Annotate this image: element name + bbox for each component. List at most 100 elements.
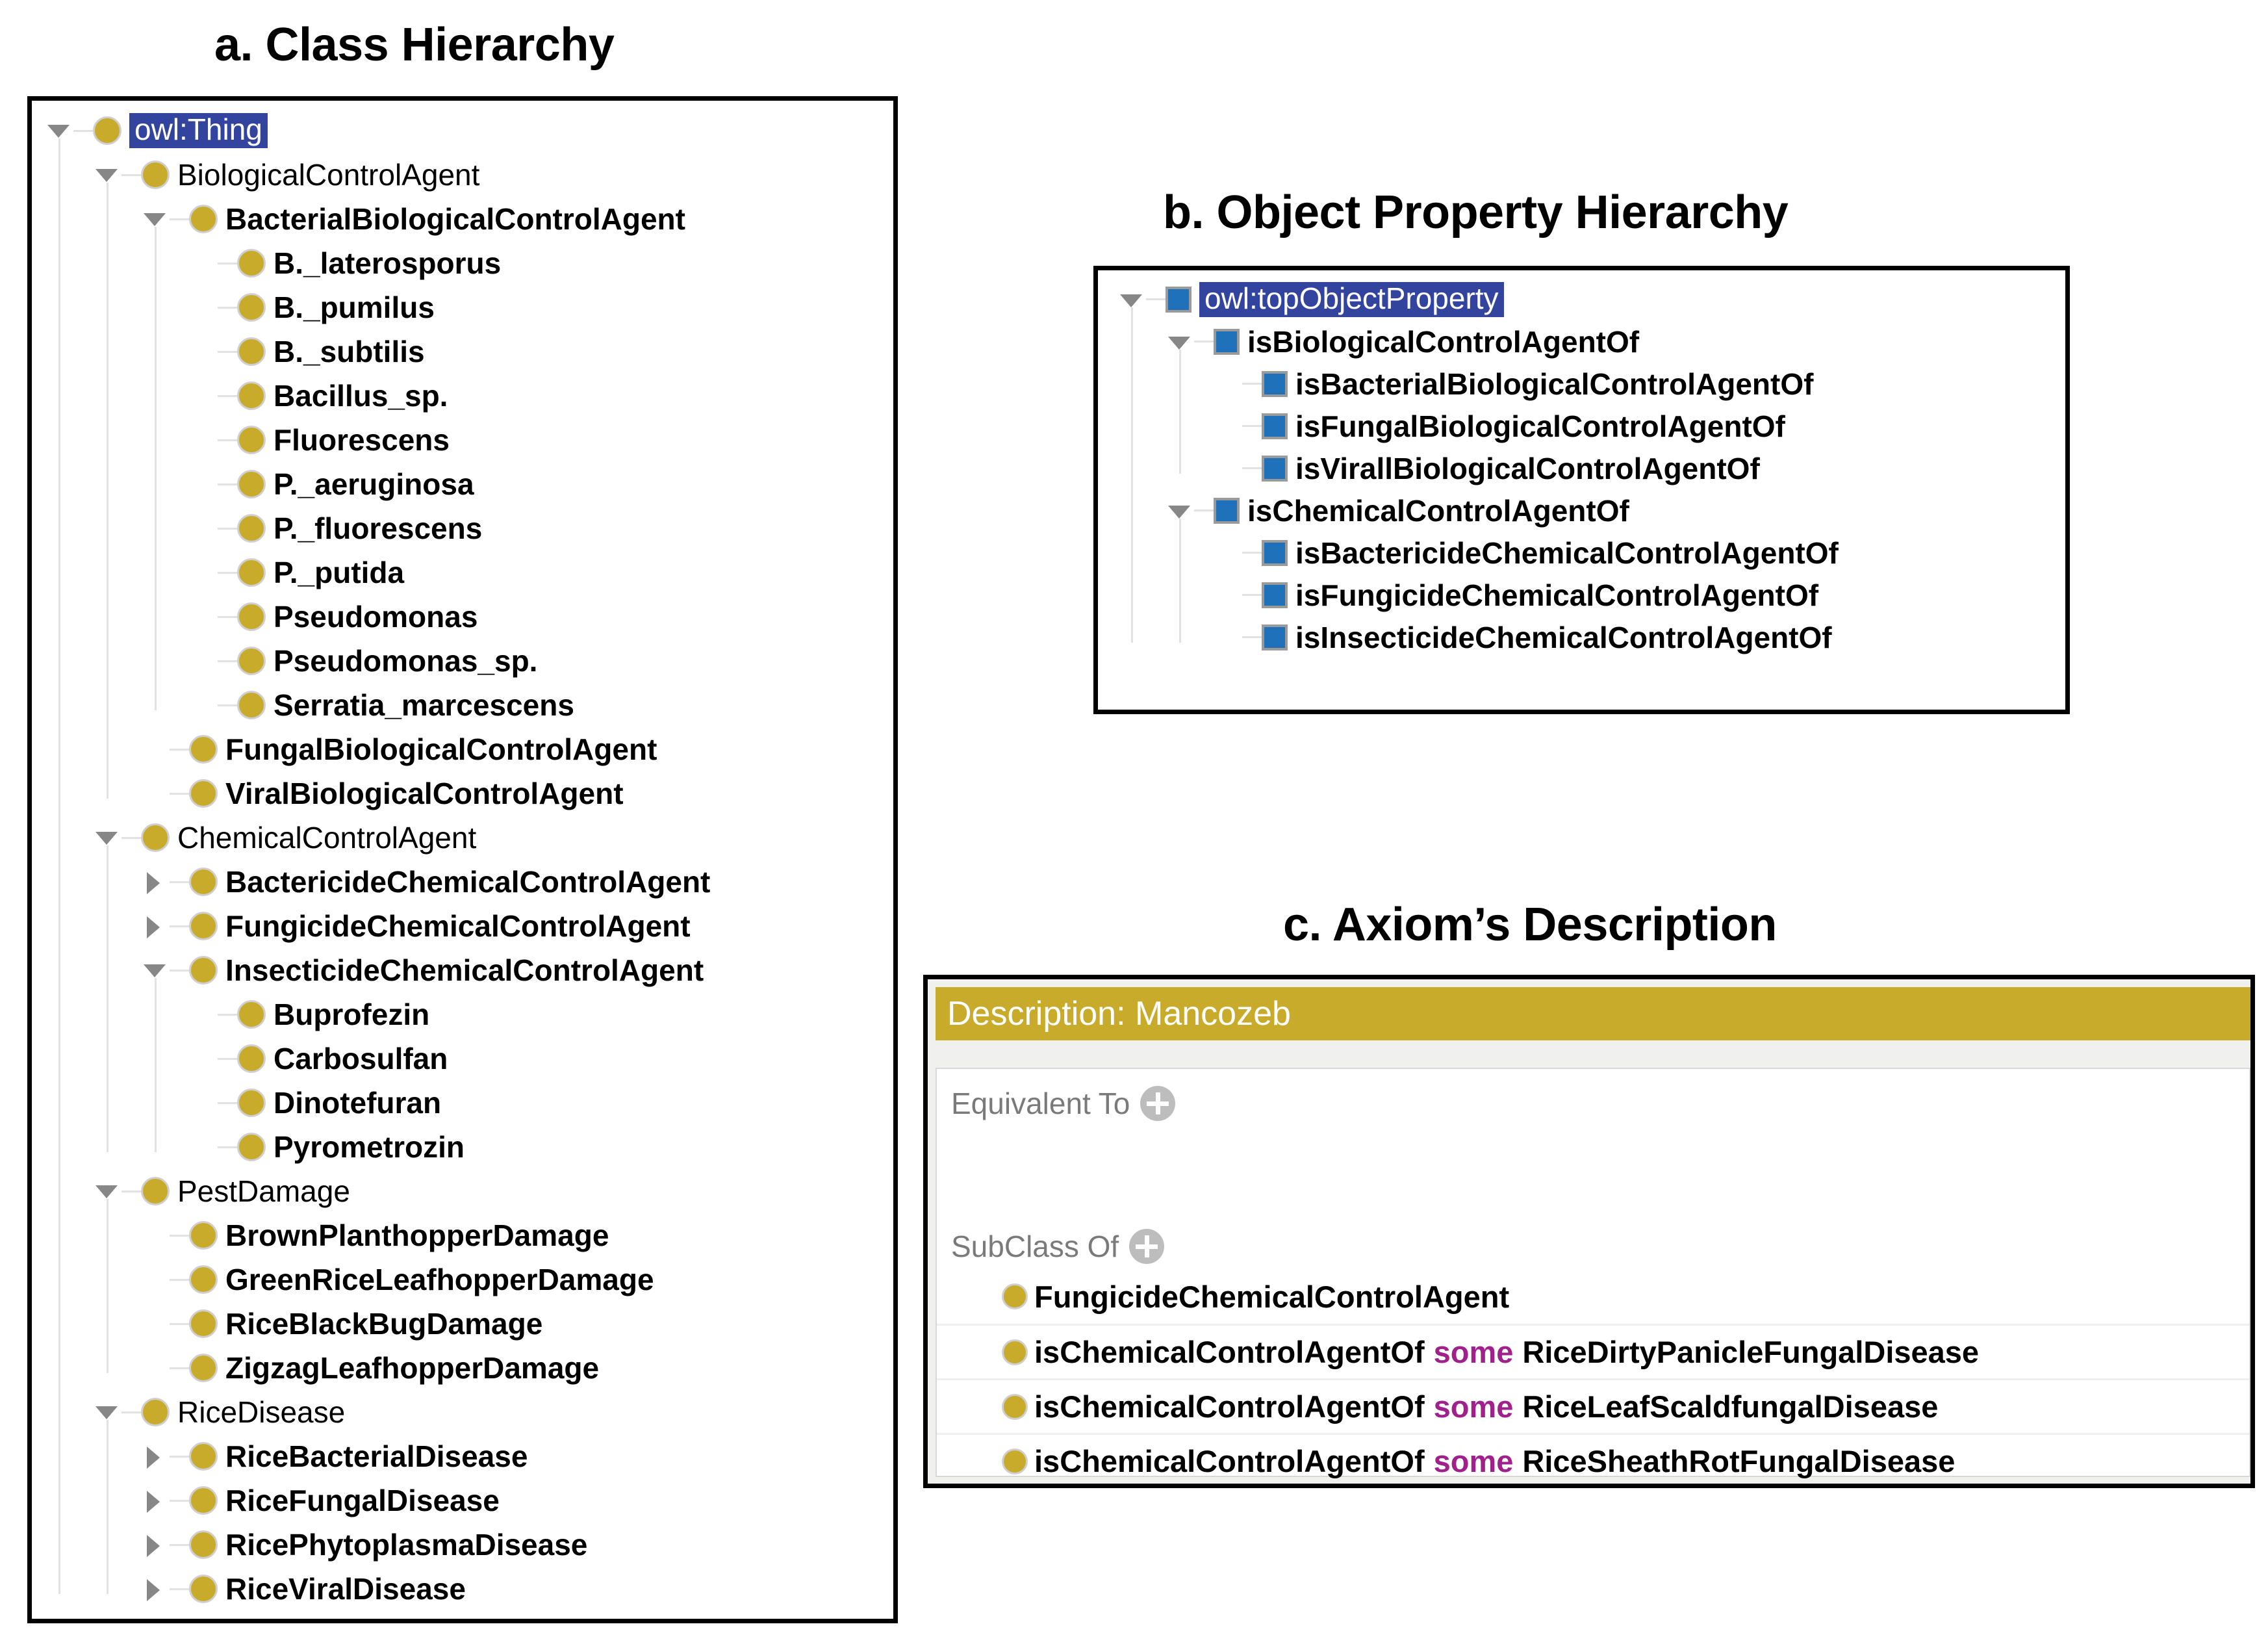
class-label: P._aeruginosa [274,467,474,501]
tree-spacer [1212,447,1242,489]
object-property-item-isbacterialbiologicalcontrolagentof[interactable]: isBacterialBiologicalControlAgentOf [1098,363,2065,405]
tree-connector-line [1242,594,1262,596]
tree-spacer [140,727,170,771]
tree-connector-line [170,218,189,220]
class-item-viralbiologicalcontrolagent[interactable]: ViralBiologicalControlAgent [32,771,893,816]
class-item-fungalbiologicalcontrolagent[interactable]: FungalBiologicalControlAgent [32,727,893,771]
owl-class-icon [1002,1283,1028,1309]
class-label: RiceViralDisease [225,1572,466,1606]
chevron-down-icon[interactable] [1164,320,1194,363]
class-item-pseudomonas-sp[interactable]: Pseudomonas_sp. [32,639,893,683]
axiom-property-label: isChemicalControlAgentOf [1034,1444,1425,1478]
object-property-item-isfungalbiologicalcontrolagentof[interactable]: isFungalBiologicalControlAgentOf [1098,405,2065,447]
class-item-ricedisease[interactable]: RiceDisease [32,1390,893,1434]
tree-connector-line [170,1499,189,1502]
tree-guide-line [1179,518,1181,643]
class-item-pseudomonas[interactable]: Pseudomonas [32,595,893,639]
class-item-dinotefuran[interactable]: Dinotefuran [32,1081,893,1125]
chevron-down-icon[interactable] [140,948,170,992]
class-item-carbosulfan[interactable]: Carbosulfan [32,1036,893,1081]
class-label: ViralBiologicalControlAgent [225,777,624,810]
owl-class-icon [1002,1448,1028,1474]
chevron-right-icon[interactable] [140,1523,170,1567]
class-label: BrownPlanthopperDamage [225,1218,609,1252]
tree-spacer [188,550,218,595]
object-property-item-ischemicalcontrolagentof[interactable]: isChemicalControlAgentOf [1098,489,2065,532]
axiom-keyword-some: some [1433,1335,1514,1369]
add-subclass-of-plus-icon[interactable] [1129,1229,1165,1264]
class-item-insecticidechemicalcontrolagent[interactable]: InsecticideChemicalControlAgent [32,948,893,992]
class-item-riceblackbugdamage[interactable]: RiceBlackBugDamage [32,1302,893,1346]
chevron-right-icon[interactable] [140,1478,170,1523]
class-item-riceviraldisease[interactable]: RiceViralDisease [32,1567,893,1611]
class-item-brownplanthopperdamage[interactable]: BrownPlanthopperDamage [32,1213,893,1257]
object-property-item-isbactericidechemicalcontrolagentof[interactable]: isBactericideChemicalControlAgentOf [1098,532,2065,574]
class-item-bactericidechemicalcontrolagent[interactable]: BactericideChemicalControlAgent [32,860,893,904]
chevron-down-icon[interactable] [92,816,121,860]
tree-spacer [188,329,218,374]
class-item-b-subtilis[interactable]: B._subtilis [32,329,893,374]
caption-axiom-description: c. Axiom’s Description [1283,899,1777,951]
class-item-fluorescens[interactable]: Fluorescens [32,418,893,462]
object-property-label: isFungalBiologicalControlAgentOf [1295,409,1785,443]
chevron-down-icon[interactable] [92,153,121,197]
object-property-item-isfungicidechemicalcontrolagentof[interactable]: isFungicideChemicalControlAgentOf [1098,574,2065,616]
class-item-bacterialbiologicalcontrolagent[interactable]: BacterialBiologicalControlAgent [32,197,893,241]
subclass-of-axiom-row[interactable]: FungicideChemicalControlAgent [937,1269,2249,1324]
class-item-owl-thing[interactable]: owl:Thing [32,109,893,153]
class-item-fungicidechemicalcontrolagent[interactable]: FungicideChemicalControlAgent [32,904,893,948]
tree-connector-line [218,394,237,397]
chevron-right-icon[interactable] [140,1567,170,1611]
class-item-b-pumilus[interactable]: B._pumilus [32,285,893,329]
chevron-right-icon[interactable] [140,1434,170,1478]
class-label: ZigzagLeafhopperDamage [225,1351,600,1385]
class-item-zigzagleafhopperdamage[interactable]: ZigzagLeafhopperDamage [32,1346,893,1390]
object-property-item-owl-topobjectproperty[interactable]: owl:topObjectProperty [1098,278,2065,320]
chevron-down-icon[interactable] [92,1169,121,1213]
class-item-ricebacterialdisease[interactable]: RiceBacterialDisease [32,1434,893,1478]
class-item-pyrometrozin[interactable]: Pyrometrozin [32,1125,893,1169]
class-item-b-laterosporus[interactable]: B._laterosporus [32,241,893,285]
class-item-serratia-marcescens[interactable]: Serratia_marcescens [32,683,893,727]
chevron-down-icon[interactable] [140,197,170,241]
chevron-right-icon[interactable] [140,904,170,948]
class-item-chemicalcontrolagent[interactable]: ChemicalControlAgent [32,816,893,860]
chevron-down-icon[interactable] [92,1390,121,1434]
tree-spacer [188,285,218,329]
class-item-bacillus-sp[interactable]: Bacillus_sp. [32,374,893,418]
class-item-p-putida[interactable]: P._putida [32,550,893,595]
tree-guide-line [1131,307,1133,643]
class-item-pestdamage[interactable]: PestDamage [32,1169,893,1213]
class-item-ricefungaldisease[interactable]: RiceFungalDisease [32,1478,893,1523]
class-item-greenriceleafhopperdamage[interactable]: GreenRiceLeafhopperDamage [32,1257,893,1302]
class-item-biologicalcontrolagent[interactable]: BiologicalControlAgent [32,153,893,197]
tree-connector-line [218,571,237,574]
owl-object-property-icon [1214,328,1240,355]
object-property-item-isbiologicalcontrolagentof[interactable]: isBiologicalControlAgentOf [1098,320,2065,363]
add-equivalent-to-plus-icon[interactable] [1140,1086,1176,1121]
object-property-item-isvirallbiologicalcontrolagentof[interactable]: isVirallBiologicalControlAgentOf [1098,447,2065,489]
tree-connector-line [121,1190,141,1192]
chevron-right-icon[interactable] [140,860,170,904]
class-item-buprofezin[interactable]: Buprofezin [32,992,893,1036]
object-property-item-isinsecticidechemicalcontrolagentof[interactable]: isInsecticideChemicalControlAgentOf [1098,616,2065,658]
chevron-down-icon[interactable] [1164,489,1194,532]
tree-connector-line [1194,341,1214,342]
tree-connector-line [218,1013,237,1016]
chevron-down-icon[interactable] [44,109,73,153]
class-item-p-aeruginosa[interactable]: P._aeruginosa [32,462,893,506]
owl-class-icon [189,779,218,808]
class-item-ricephytoplasmadisease[interactable]: RicePhytoplasmaDisease [32,1523,893,1567]
axiom-filler-class-label: RiceDirtyPanicleFungalDisease [1522,1335,1980,1369]
class-item-p-fluorescens[interactable]: P._fluorescens [32,506,893,550]
class-label: P._putida [274,556,405,589]
owl-class-icon [189,1354,218,1382]
chevron-down-icon[interactable] [1116,278,1146,320]
